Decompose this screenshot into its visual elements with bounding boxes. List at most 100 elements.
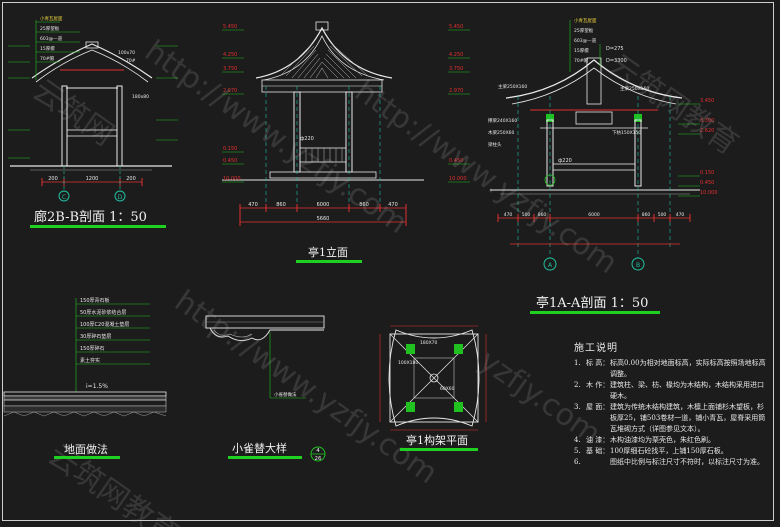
frame-plan-center: [429, 373, 439, 383]
title-corridor-section: 廊2B-B剖面 1：50: [34, 210, 147, 225]
svg-text:3.450: 3.450: [700, 98, 714, 104]
corridor-bench: [66, 129, 118, 137]
svg-text:ф220: ф220: [300, 136, 314, 142]
note-item: 2.木 作：建筑柱、梁、枋、椽均为木结构，木结构采用进口硬木。: [574, 381, 764, 400]
section-king-post: [586, 57, 602, 105]
svg-text:100x70: 100x70: [118, 50, 135, 56]
corridor-axis-d: [114, 190, 126, 202]
svg-text:500: 500: [658, 212, 667, 218]
corridor-ridge: [85, 41, 99, 49]
svg-text:603@—道: 603@—道: [574, 37, 597, 44]
svg-text:5.450: 5.450: [223, 24, 237, 30]
svg-text:木梁250X60: 木梁250X60: [488, 129, 515, 136]
corridor-column-left: [61, 85, 68, 167]
svg-text:0.450: 0.450: [700, 180, 714, 186]
svg-text:70#帽: 70#帽: [40, 55, 54, 62]
svg-text:D=3300: D=3300: [606, 58, 627, 64]
title-bracket-detail: 小雀替大样: [232, 442, 287, 455]
svg-text:70#帽: 70#帽: [574, 57, 588, 64]
svg-text:5.450: 5.450: [449, 24, 463, 30]
floor-layer-gravel: [3, 405, 167, 413]
svg-text:50厚水泥砂浆结合层: 50厚水泥砂浆结合层: [80, 309, 126, 316]
svg-text:0.150: 0.150: [700, 170, 714, 176]
svg-text:4: 4: [316, 448, 320, 454]
svg-text:150厚碎石: 150厚碎石: [80, 345, 105, 352]
frame-plan-column-b: [454, 344, 463, 354]
svg-text:4.250: 4.250: [449, 52, 463, 58]
svg-text:D: D: [118, 194, 123, 201]
svg-text:15厚檩: 15厚檩: [574, 47, 589, 54]
title-underline: [530, 311, 660, 314]
corridor-column-right: [116, 85, 123, 167]
floor-method-drawing: 150厚青石板 50厚水泥砂浆结合层 100厚C20混凝土垫层 30厚碎石垫层 …: [3, 297, 167, 417]
svg-text:小青瓦屋面: 小青瓦屋面: [40, 15, 63, 22]
svg-text:小青瓦屋面: 小青瓦屋面: [574, 17, 597, 24]
svg-text:860: 860: [359, 202, 369, 208]
frame-plan-inner-frame: [413, 357, 455, 399]
svg-text:D=275: D=275: [606, 46, 624, 52]
svg-text:小雀替做法: 小雀替做法: [274, 391, 297, 398]
corridor-roof-line: [31, 43, 153, 79]
svg-text:主梁250X160: 主梁250X160: [620, 85, 649, 92]
bracket-detail-drawing: 小雀替做法 4 26: [205, 315, 326, 462]
title-underline: [296, 260, 362, 263]
frame-plan-hip-rafter-b: [389, 333, 479, 423]
title-underline: [400, 448, 478, 451]
svg-text:0.150: 0.150: [223, 146, 237, 152]
frame-plan-roof-curve: [388, 329, 480, 427]
title-pavilion-section: 亭1A-A剖面 1：50: [536, 296, 649, 311]
svg-text:4.250: 4.250: [223, 52, 237, 58]
title-floor-method: 地面做法: [64, 443, 108, 456]
svg-text:200: 200: [126, 176, 136, 182]
corridor-section-drawing: C D 200 1200 200 小青瓦屋面 25厚望板 603@—道 15厚檩…: [8, 15, 178, 202]
svg-text:撑梁240X160: 撑梁240X160: [488, 117, 517, 124]
svg-text:15厚檩: 15厚檩: [40, 45, 55, 52]
section-beam-block: [575, 111, 613, 125]
svg-text:0.450: 0.450: [449, 158, 463, 164]
frame-plan-column-d: [454, 402, 463, 412]
svg-text:6000: 6000: [588, 212, 600, 218]
svg-text:150厚青石板: 150厚青石板: [80, 297, 110, 304]
frame-plan-column-a: [406, 344, 415, 354]
svg-text:10.000: 10.000: [700, 190, 718, 196]
svg-text:0.450: 0.450: [223, 158, 237, 164]
svg-text:500: 500: [522, 212, 531, 218]
svg-text:100X180: 100X180: [398, 360, 418, 366]
svg-text:C: C: [62, 194, 66, 201]
svg-text:470: 470: [676, 212, 685, 218]
svg-text:180x80: 180x80: [132, 94, 149, 100]
svg-text:200: 200: [48, 176, 58, 182]
svg-text:470: 470: [388, 202, 398, 208]
svg-text:70#: 70#: [126, 58, 136, 64]
svg-text:25厚望板: 25厚望板: [40, 25, 60, 32]
svg-text:470: 470: [248, 202, 258, 208]
note-item: 6.图纸中比例与标注尺寸不符时，以标注尺寸为准。: [574, 458, 764, 466]
svg-text:10.000: 10.000: [449, 176, 467, 182]
svg-text:i=1.5%: i=1.5%: [86, 383, 108, 390]
frame-plan-column-c: [406, 402, 415, 412]
note-item: 3.屋 面：建筑为传统木结构建筑，木檩上面铺杉木望板，杉板厚25，铺503卷材一…: [574, 403, 766, 433]
bracket-profile: [209, 327, 324, 341]
title-underline: [54, 456, 120, 459]
note-item: 1.标 高：标高0.00为相对地面标高，实际标高按照场地标高调整。: [574, 359, 766, 378]
svg-text:6000: 6000: [317, 202, 330, 208]
svg-text:A: A: [548, 262, 553, 269]
svg-text:2.970: 2.970: [223, 88, 237, 94]
frame-plan-outline: [389, 333, 479, 423]
elevation-railing: [299, 147, 347, 163]
svg-text:1200: 1200: [86, 176, 99, 182]
title-pavilion-elevation: 亭1立面: [308, 246, 348, 259]
svg-text:603@—道: 603@—道: [40, 35, 63, 42]
svg-text:860: 860: [538, 212, 547, 218]
svg-text:10.000: 10.000: [223, 176, 241, 182]
floor-layer-concrete: [3, 399, 167, 407]
svg-text:素土夯实: 素土夯实: [80, 357, 100, 364]
svg-text:梁柱头: 梁柱头: [488, 141, 502, 148]
corridor-roof-inner: [35, 49, 149, 83]
title-frame-plan: 亭1构架平面: [406, 434, 468, 447]
svg-text:下枋150X150: 下枋150X150: [612, 129, 641, 136]
section-bench: [552, 163, 636, 171]
construction-notes: 施工说明 1.标 高：标高0.00为相对地面标高，实际标高按照场地标高调整。 2…: [574, 343, 769, 468]
